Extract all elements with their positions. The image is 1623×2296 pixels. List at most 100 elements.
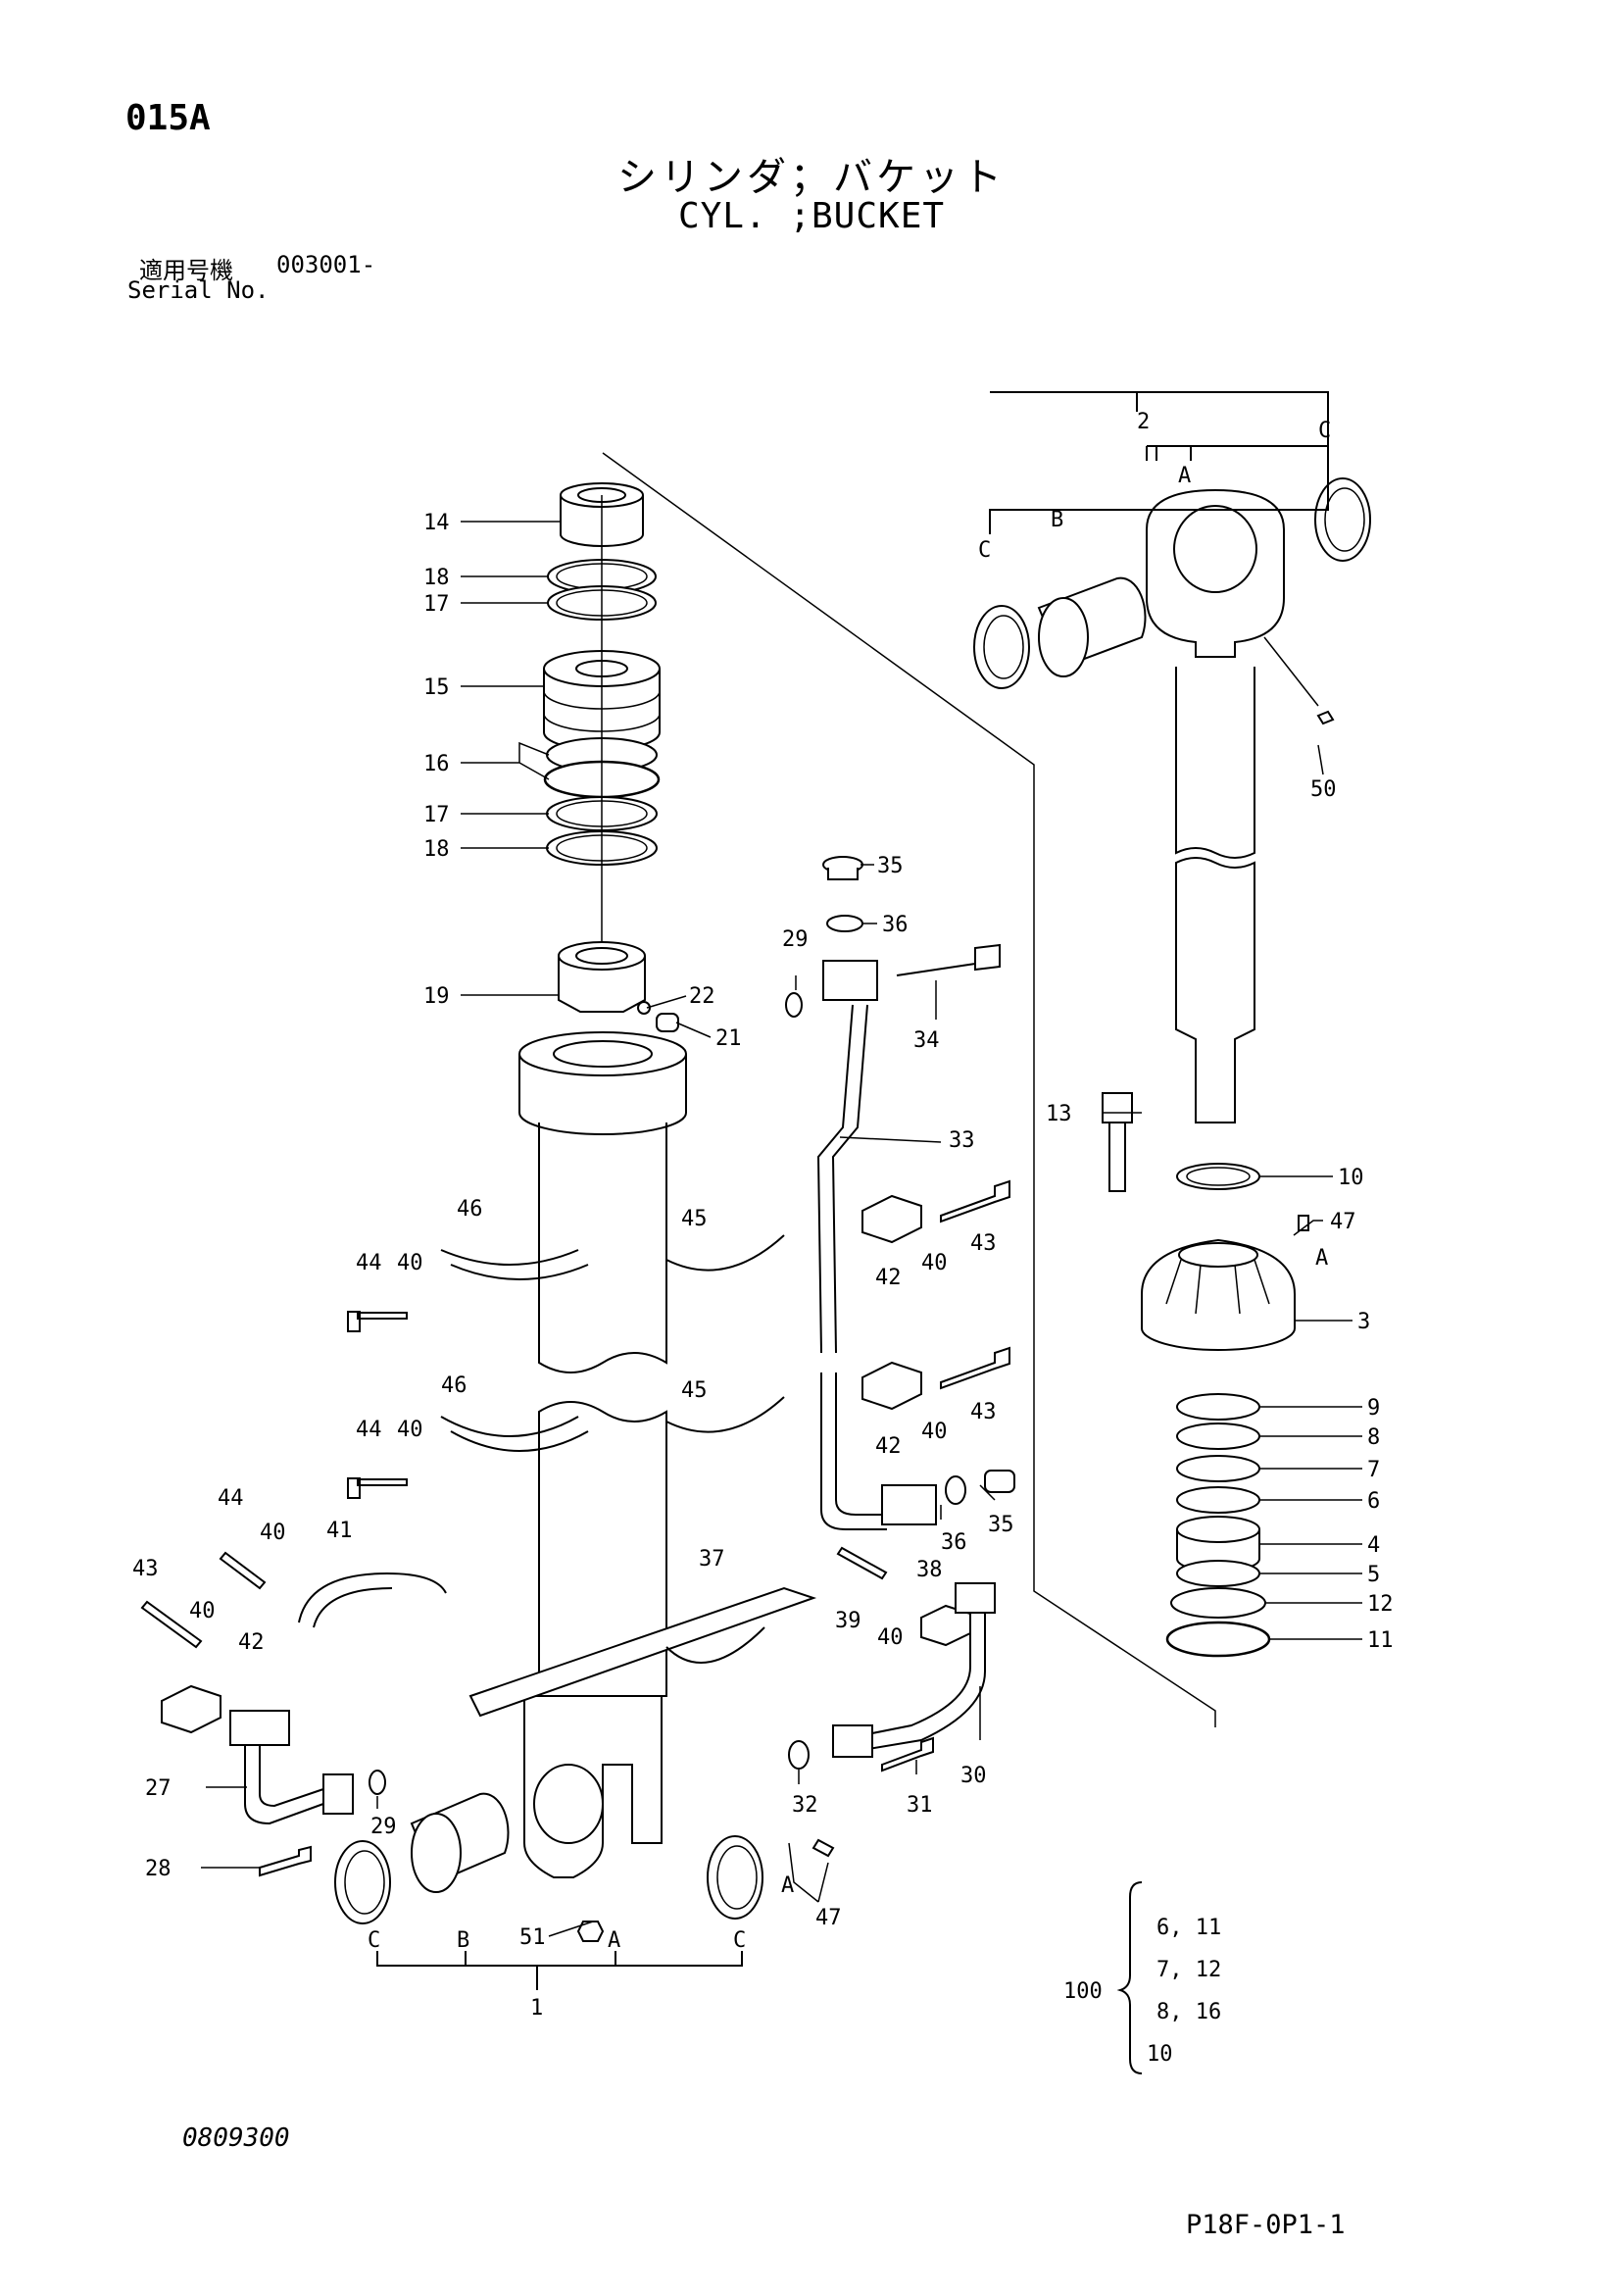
callout-50: 50 xyxy=(1310,777,1337,802)
callout-B: B xyxy=(1051,508,1063,532)
callout-44: 44 xyxy=(356,1418,382,1442)
callout-47: 47 xyxy=(815,1906,842,1930)
part-12-ring xyxy=(1170,1587,1266,1619)
part-43-bolt-bottom xyxy=(140,1600,203,1649)
part-13-socket-bolt xyxy=(1102,1092,1133,1192)
callout-numbers: 14 18 17 15 16 17 18 19 22 21 35 36 29 3… xyxy=(132,410,1394,2021)
callout-C: C xyxy=(733,1928,746,1953)
callout-31: 31 xyxy=(907,1793,933,1818)
part-42-bracket-bottom xyxy=(161,1684,221,1734)
clamp-band-lower xyxy=(440,1396,785,1452)
part-4-bushing xyxy=(1176,1516,1260,1572)
drawing-number: 0809300 xyxy=(182,2123,290,2153)
part-35-plug-bottom xyxy=(984,1470,1015,1493)
part-42-bracket-lower xyxy=(861,1361,922,1411)
callout-2: 2 xyxy=(1137,410,1150,434)
callout-9: 9 xyxy=(1367,1396,1380,1421)
cylinder-tube xyxy=(518,1031,687,1878)
part-29-oring-bottom xyxy=(369,1770,386,1795)
callout-38: 38 xyxy=(916,1558,943,1582)
callout-8: 8 xyxy=(1367,1425,1380,1450)
callout-35: 35 xyxy=(988,1513,1014,1537)
part-6-ring xyxy=(1176,1486,1260,1514)
callout-A: A xyxy=(608,1928,620,1953)
part-7-ring xyxy=(1176,1455,1260,1482)
part-b-bushing-bottom xyxy=(410,1792,510,1893)
pipe-27 xyxy=(229,1710,354,1825)
group-bracket-1 xyxy=(376,1951,743,1990)
callout-39: 39 xyxy=(835,1609,861,1633)
part-28-bolt xyxy=(259,1845,312,1877)
clamp-band-upper xyxy=(440,1234,785,1280)
callout-45: 45 xyxy=(681,1207,708,1231)
part-3-rod-cover xyxy=(1141,1238,1296,1351)
callout-B: B xyxy=(457,1928,469,1953)
callout-43: 43 xyxy=(970,1231,997,1256)
title-english: CYL. ;BUCKET xyxy=(677,196,946,236)
callout-11: 11 xyxy=(1367,1628,1394,1653)
callout-19: 19 xyxy=(423,984,450,1009)
callout-40: 40 xyxy=(877,1625,904,1650)
callout-43: 43 xyxy=(970,1400,997,1424)
part-21-plug xyxy=(656,1013,679,1032)
callout-40: 40 xyxy=(397,1418,423,1442)
callout-46: 46 xyxy=(457,1197,483,1222)
part-22-ball xyxy=(637,1001,651,1015)
kit-number: 100 xyxy=(1063,1979,1103,2004)
part-19-nut xyxy=(558,941,646,1013)
part-31-bolt xyxy=(881,1736,934,1772)
callout-A: A xyxy=(781,1873,794,1898)
part-c-ring-bottom-right xyxy=(707,1835,763,1920)
callout-27: 27 xyxy=(145,1776,172,1801)
part-c-ring-top-right xyxy=(1314,477,1371,562)
callout-1: 1 xyxy=(530,1996,543,2021)
kit-item: 8, 16 xyxy=(1156,2000,1221,2024)
callout-A: A xyxy=(1178,464,1191,488)
callout-16: 16 xyxy=(423,752,450,776)
callout-43: 43 xyxy=(132,1557,159,1581)
part-37-plate xyxy=(468,1586,817,1718)
kit-brace xyxy=(1116,1881,1143,2074)
serial-value: 003001- xyxy=(276,251,376,278)
part-47-grease-nipple-bottom xyxy=(812,1838,835,1858)
part-b-bushing-top xyxy=(1037,576,1147,677)
part-2-rod xyxy=(1146,488,1285,1123)
callout-28: 28 xyxy=(145,1857,172,1881)
kit-item: 6, 11 xyxy=(1156,1916,1221,1940)
callout-44: 44 xyxy=(356,1251,382,1275)
part-9-ring xyxy=(1176,1393,1260,1421)
callout-14: 14 xyxy=(423,511,450,535)
callout-C: C xyxy=(1318,419,1331,443)
part-44-bolt-bottom xyxy=(219,1551,267,1590)
callout-35: 35 xyxy=(877,854,904,878)
callout-40: 40 xyxy=(921,1251,948,1275)
callout-29: 29 xyxy=(782,927,809,952)
clamp-band-bottom xyxy=(298,1572,447,1628)
callout-42: 42 xyxy=(875,1266,902,1290)
pipe-30 xyxy=(832,1582,996,1758)
callout-22: 22 xyxy=(689,984,715,1009)
callout-C: C xyxy=(978,538,991,563)
callout-34: 34 xyxy=(913,1028,940,1053)
part-29-oring-top xyxy=(785,992,803,1018)
callout-17: 17 xyxy=(423,803,450,827)
part-36-oring-top xyxy=(826,915,863,932)
callout-18: 18 xyxy=(423,566,450,590)
part-51-plug xyxy=(576,1921,605,1942)
callout-30: 30 xyxy=(960,1764,987,1788)
part-44-bolt-lower xyxy=(347,1477,408,1499)
callout-42: 42 xyxy=(238,1630,265,1655)
callout-4: 4 xyxy=(1367,1533,1380,1558)
callout-7: 7 xyxy=(1367,1458,1380,1482)
callout-29: 29 xyxy=(370,1815,397,1839)
callout-18: 18 xyxy=(423,837,450,862)
callout-40: 40 xyxy=(189,1599,216,1623)
serial-label-japanese: 適用号機 xyxy=(139,257,233,284)
callout-33: 33 xyxy=(949,1128,975,1153)
callout-13: 13 xyxy=(1046,1102,1072,1126)
callout-3: 3 xyxy=(1357,1310,1370,1334)
callout-36: 36 xyxy=(882,913,909,937)
part-10-ring xyxy=(1176,1163,1260,1190)
callout-32: 32 xyxy=(792,1793,818,1818)
